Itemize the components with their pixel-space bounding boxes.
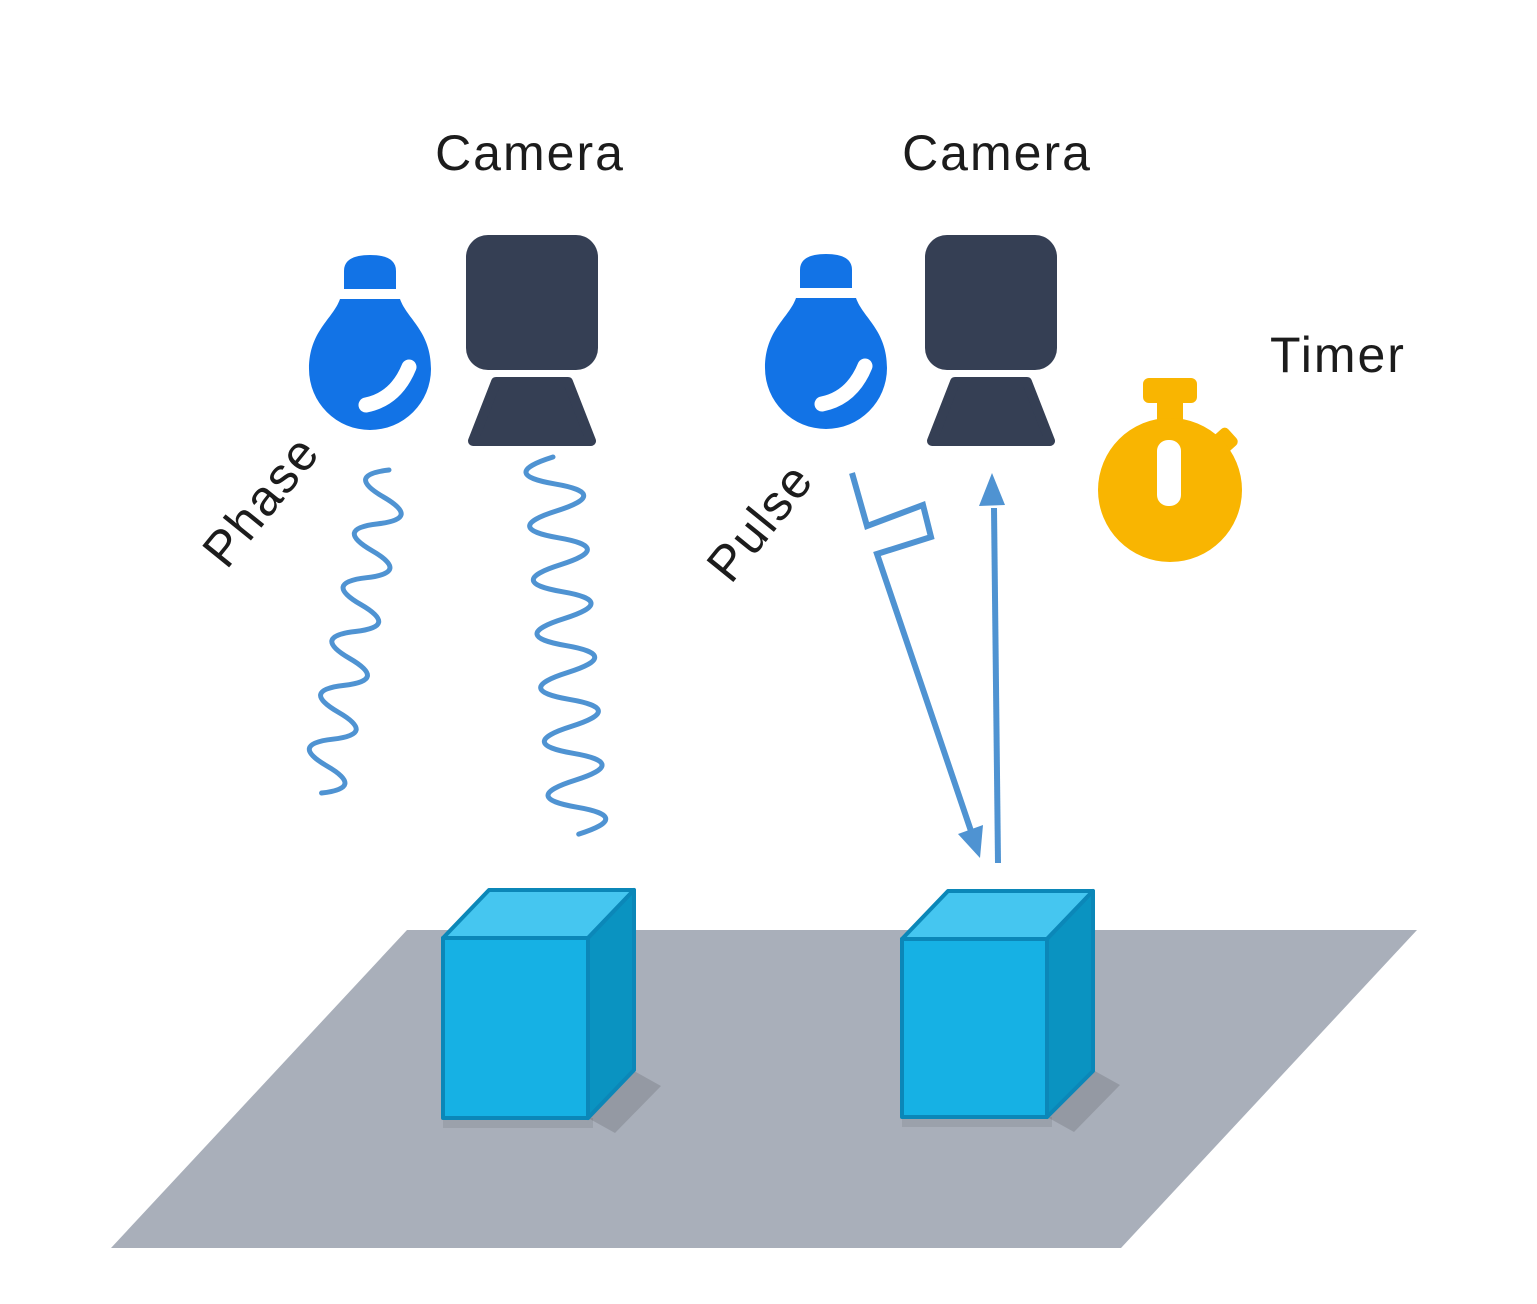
- camera-icon-left: [466, 235, 598, 441]
- stopwatch-icon: [1098, 378, 1242, 562]
- pulse-waveform-arrow: [849, 472, 983, 858]
- camera-icon-right: [925, 235, 1057, 441]
- camera-label-right: Camera: [902, 125, 1092, 181]
- left-cube-shadow: [443, 1071, 661, 1133]
- return-arrow: [979, 473, 1005, 864]
- target-cube-left: [441, 888, 636, 1120]
- camera-label-left: Camera: [435, 125, 625, 181]
- pulse-label: Pulse: [696, 452, 825, 592]
- ground-plane: [111, 930, 1417, 1248]
- phase-label: Phase: [191, 424, 330, 577]
- sine-wave-right: [523, 454, 609, 837]
- light-bulb-icon-right: [765, 254, 887, 429]
- right-cube-shadow: [902, 1070, 1120, 1132]
- sine-wave-left: [306, 467, 404, 796]
- light-bulb-icon-left: [309, 255, 431, 430]
- target-cube-right: [900, 889, 1095, 1119]
- timer-label: Timer: [1270, 327, 1406, 383]
